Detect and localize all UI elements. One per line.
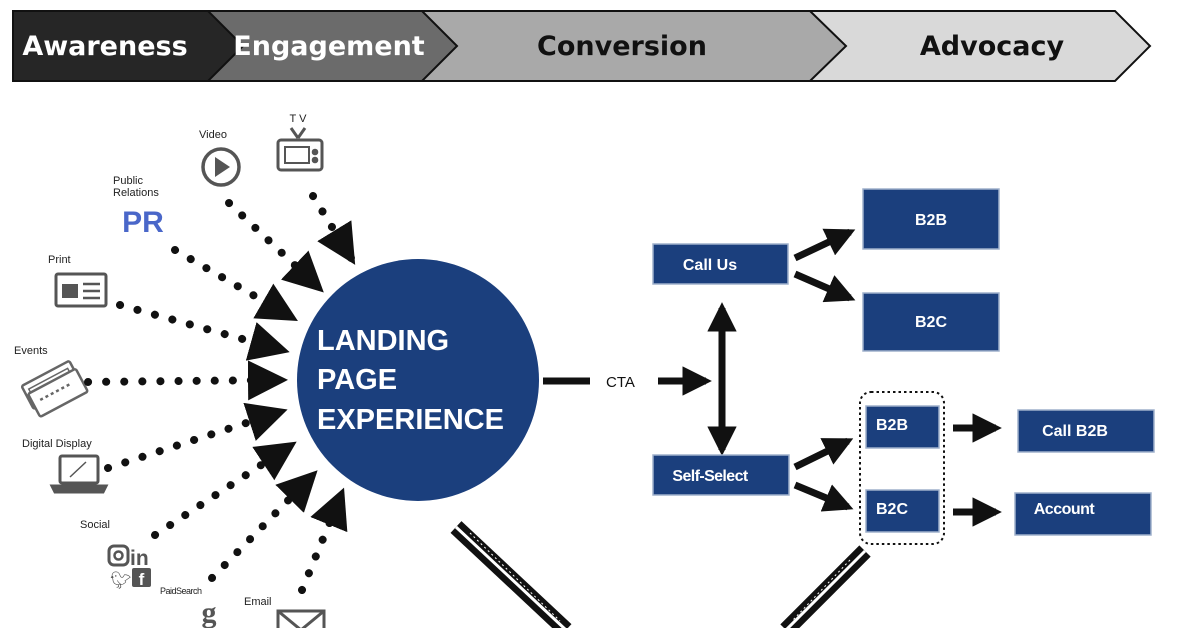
print-label: Print (48, 254, 71, 266)
google-icon: g (202, 596, 217, 628)
return-ribbon-left (450, 521, 572, 628)
account-label: Account (1034, 501, 1096, 518)
feed-arrow-tv (309, 192, 356, 265)
self-to-b2c-arrow (793, 481, 854, 512)
stage-awareness (12, 10, 245, 82)
paid-search-label: PaidSearch (160, 586, 202, 596)
stage-advocacy-label: Advocacy (920, 31, 1065, 62)
call-b2c-label: B2C (915, 314, 947, 331)
call-b2b-outcome-box (1017, 409, 1155, 453)
social-label: Social (80, 519, 110, 531)
facebook-icon: f (132, 568, 151, 589)
self-select-options-group (859, 391, 945, 545)
self-b2c-label: B2C (876, 501, 908, 518)
landing-page-circle: LANDING PAGE EXPERIENCE (297, 259, 539, 501)
feed-arrow-pr (171, 246, 298, 322)
call-b2c-box (862, 292, 1000, 352)
twitter-icon: 🐦︎ (110, 571, 132, 591)
call-b2b-box (862, 188, 1000, 250)
account-box (1014, 492, 1152, 536)
call-us-to-b2b-arrow (793, 228, 856, 262)
email-label: Email (244, 596, 272, 608)
svg-text:f: f (139, 570, 145, 589)
call-us-label: Call Us (683, 257, 737, 274)
landing-line3: EXPERIENCE (317, 404, 504, 436)
landing-line2: PAGE (317, 364, 397, 396)
stage-conversion-label: Conversion (537, 31, 707, 62)
stage-engagement-label: Engagement (233, 31, 425, 62)
pr-icon: PR (122, 206, 164, 239)
envelope-icon (276, 609, 326, 628)
digital-label: Digital Display (22, 438, 92, 450)
feed-arrow-events (84, 360, 288, 401)
stage-banner: Awareness Engagement Conversion Advocacy (12, 10, 1152, 82)
events-label: Events (14, 345, 48, 357)
feed-arrows (84, 192, 356, 594)
call-us-to-b2c-arrow (793, 270, 856, 303)
tv-label: T V (290, 113, 308, 125)
ticket-icon (20, 360, 89, 418)
play-icon (201, 147, 241, 187)
call-b2b-label: B2B (915, 212, 947, 229)
feed-arrow-print (116, 301, 290, 361)
pr-label-line1: Public (113, 175, 143, 187)
video-label: Video (199, 129, 227, 141)
social-icons: in 🐦︎ f (107, 544, 151, 591)
linkedin-icon: in (130, 547, 149, 570)
landing-line1: LANDING (317, 325, 449, 357)
self-to-b2b-arrow (793, 437, 854, 471)
stage-awareness-label: Awareness (22, 31, 187, 62)
self-b2c-box (865, 489, 940, 533)
feed-arrow-video (225, 199, 324, 293)
laptop-icon (49, 454, 109, 494)
newspaper-icon (54, 272, 108, 308)
instagram-icon (107, 544, 130, 567)
feed-arrow-digital (104, 402, 288, 472)
pr-label-line2: Relations (113, 187, 159, 199)
call-us-box (652, 243, 789, 285)
feed-arrow-paid (208, 470, 318, 582)
self-select-label: Self-Select (672, 468, 748, 485)
call-b2b-outcome-label: Call B2B (1042, 423, 1108, 440)
tv-icon (276, 127, 324, 172)
channel-sources: T V Video Public Relations PR Print (14, 113, 326, 628)
self-select-box (652, 454, 790, 496)
feed-arrow-email (298, 487, 348, 594)
feed-arrow-social (151, 441, 297, 539)
cta-label: CTA (606, 374, 635, 391)
self-b2b-label: B2B (876, 417, 908, 434)
return-ribbon-right (780, 545, 871, 628)
self-b2b-box (865, 405, 940, 449)
